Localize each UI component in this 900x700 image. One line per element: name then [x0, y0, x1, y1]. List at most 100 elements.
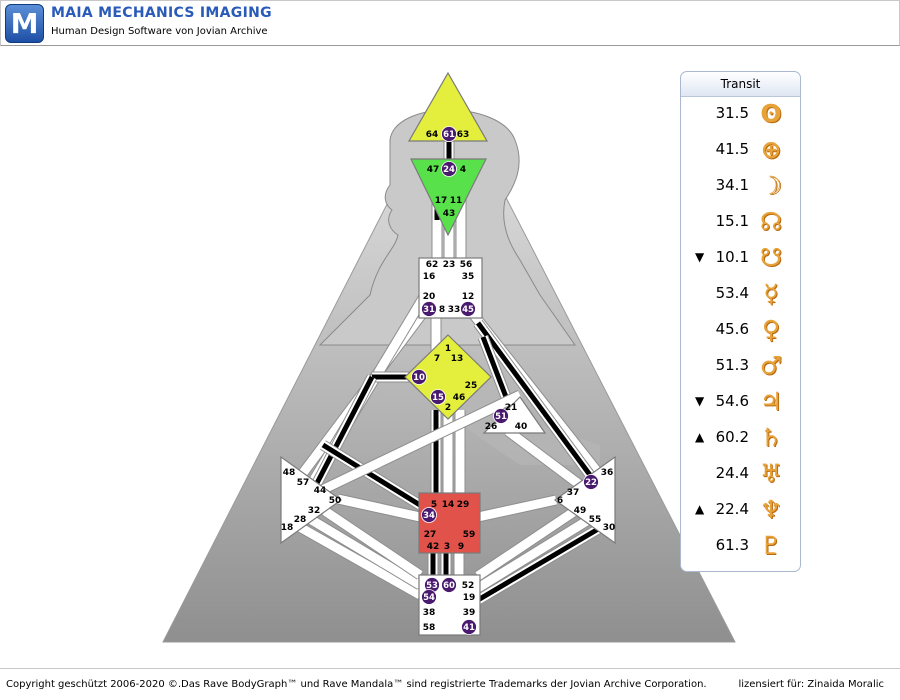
- gate-22-marker: [583, 474, 599, 490]
- gate-4: 4: [460, 165, 466, 175]
- transit-value: 51.3: [715, 356, 749, 374]
- gate-45: 45: [462, 305, 474, 315]
- gate-51: 51: [495, 412, 507, 422]
- transit-row: 61.3♇: [681, 529, 800, 565]
- splenic-center: [280, 455, 343, 545]
- transit-value: 45.6: [715, 320, 749, 338]
- gate-7: 7: [434, 354, 440, 364]
- channel-41-30-active: [476, 522, 607, 603]
- gate-30: 30: [603, 523, 616, 533]
- channel-40-37: [505, 427, 583, 489]
- gate-37: 37: [567, 488, 580, 498]
- gate-39: 39: [463, 608, 476, 618]
- channel-10-34: [320, 390, 522, 495]
- gate-60: 60: [443, 581, 455, 591]
- transit-value: 61.3: [715, 536, 749, 554]
- transit-row: ▼54.6♃: [681, 385, 800, 421]
- transit-header: Transit: [681, 72, 800, 97]
- transit-value: 24.4: [715, 464, 749, 482]
- gate-24: 24: [443, 165, 455, 175]
- gate-62: 62: [426, 260, 439, 270]
- north-node-icon: ☊: [759, 207, 783, 236]
- gate-46: 46: [453, 393, 466, 403]
- channel-27-50: [337, 494, 421, 522]
- transit-value: 60.2: [715, 428, 749, 446]
- copyright-text: Copyright geschützt 2006-2020 ©.Das Rave…: [6, 679, 707, 690]
- south-node-icon: ☋: [759, 243, 783, 272]
- gate-17: 17: [435, 196, 448, 206]
- app-header: M MAIA MECHANICS IMAGING Human Design So…: [0, 0, 900, 46]
- gate-64: 64: [426, 130, 439, 140]
- gate-53: 53: [426, 581, 438, 591]
- app-logo: M: [5, 4, 44, 43]
- gate-38: 38: [423, 608, 436, 618]
- gate-22: 22: [585, 478, 597, 488]
- transit-row: 51.3 ♂: [681, 349, 800, 385]
- gate-14: 14: [442, 500, 455, 510]
- gate-2: 2: [445, 403, 451, 413]
- gate-44: 44: [314, 486, 327, 496]
- transit-row: 41.5⊕: [681, 133, 800, 169]
- gate-54: 54: [423, 593, 435, 603]
- app-subtitle: Human Design Software von Jovian Archive: [51, 26, 268, 37]
- channel-38-28: [307, 515, 423, 589]
- gate-31: 31: [423, 305, 435, 315]
- gate-29: 29: [457, 500, 470, 510]
- gate-11: 11: [450, 196, 463, 206]
- gate-58: 58: [423, 623, 436, 633]
- gate-15: 15: [432, 393, 444, 403]
- transit-row: ▲22.4♆: [681, 493, 800, 529]
- transit-row: 45.6 ♀: [681, 313, 800, 349]
- gate-6: 6: [557, 496, 563, 506]
- gate-51-marker: [493, 408, 509, 424]
- gate-31-marker: [421, 301, 437, 317]
- gate-9: 9: [458, 542, 464, 552]
- gate-5: 5: [431, 500, 437, 510]
- gate-36: 36: [601, 468, 614, 478]
- gate-15-marker: [430, 389, 446, 405]
- gate-61-marker: [441, 126, 457, 142]
- neptune-icon: ♆: [759, 495, 783, 524]
- channel-58-18: [293, 521, 423, 599]
- transit-row: ▼10.1☋: [681, 241, 800, 277]
- gate-41-marker: [461, 619, 477, 635]
- gate-1: 1: [445, 344, 451, 354]
- mercury-icon: ☿: [763, 279, 779, 308]
- gate-43: 43: [443, 209, 456, 219]
- gate-21: 21: [505, 403, 518, 413]
- channel-59-6: [477, 495, 557, 522]
- gate-54-marker: [421, 589, 437, 605]
- gate-40: 40: [515, 422, 528, 432]
- gate-10: 10: [413, 373, 425, 383]
- transit-value: 10.1: [715, 248, 749, 266]
- saturn-icon: ♄: [759, 423, 783, 452]
- channel-12-22-active: [475, 321, 593, 477]
- g-center: [404, 334, 492, 420]
- app-footer: Copyright geschützt 2006-2020 ©.Das Rave…: [0, 668, 900, 700]
- earth-icon: ⊕: [760, 135, 782, 164]
- gate-57: 57: [297, 478, 310, 488]
- gate-24-marker: [441, 161, 457, 177]
- transit-row: 34.1☽: [681, 169, 800, 205]
- gate-49: 49: [574, 506, 587, 516]
- gate-45-marker: [460, 301, 476, 317]
- uranus-icon: ♅: [759, 459, 783, 488]
- gate-52: 52: [462, 581, 475, 591]
- gate-27: 27: [424, 530, 437, 540]
- gate-26: 26: [485, 422, 498, 432]
- gate-47: 47: [427, 165, 440, 175]
- channel-54-32: [322, 507, 423, 579]
- gate-41: 41: [463, 623, 475, 633]
- gate-33: 33: [448, 305, 461, 315]
- gate-23: 23: [443, 260, 456, 270]
- gate-10-marker: [411, 369, 427, 385]
- gate-28: 28: [294, 515, 307, 525]
- gate-59: 59: [463, 530, 476, 540]
- mars-icon: ♂: [759, 351, 783, 380]
- license-text: lizensiert für: Zinaida Moralic: [738, 679, 884, 690]
- venus-icon: ♀: [761, 315, 781, 344]
- transit-row: ▲60.2♄: [681, 421, 800, 457]
